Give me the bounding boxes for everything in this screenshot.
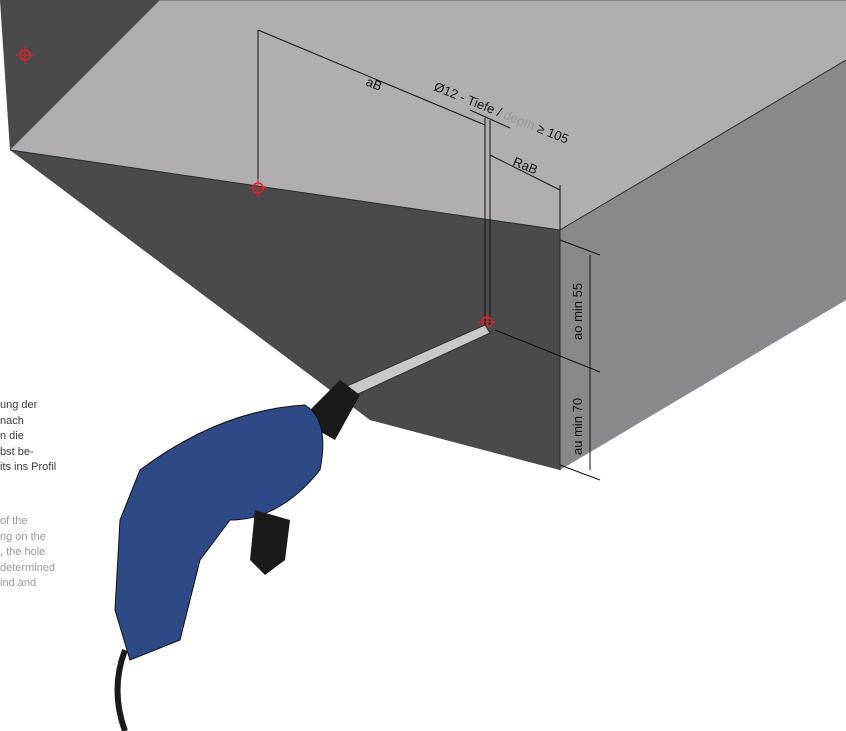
hole-markers bbox=[16, 46, 496, 331]
dim-ao: ao min 55 bbox=[570, 283, 585, 340]
note-german: ung der nach n die bst be- its ins Profi… bbox=[0, 399, 57, 473]
block-top-face bbox=[0, 0, 846, 230]
dim-au: au min 70 bbox=[570, 398, 585, 455]
dim-aB: aB bbox=[364, 74, 384, 94]
note-english: of the ng on the , the hole determined i… bbox=[0, 515, 56, 589]
power-drill bbox=[114, 324, 491, 731]
block-side-face bbox=[560, 60, 846, 470]
dimension-lines bbox=[257, 29, 601, 481]
